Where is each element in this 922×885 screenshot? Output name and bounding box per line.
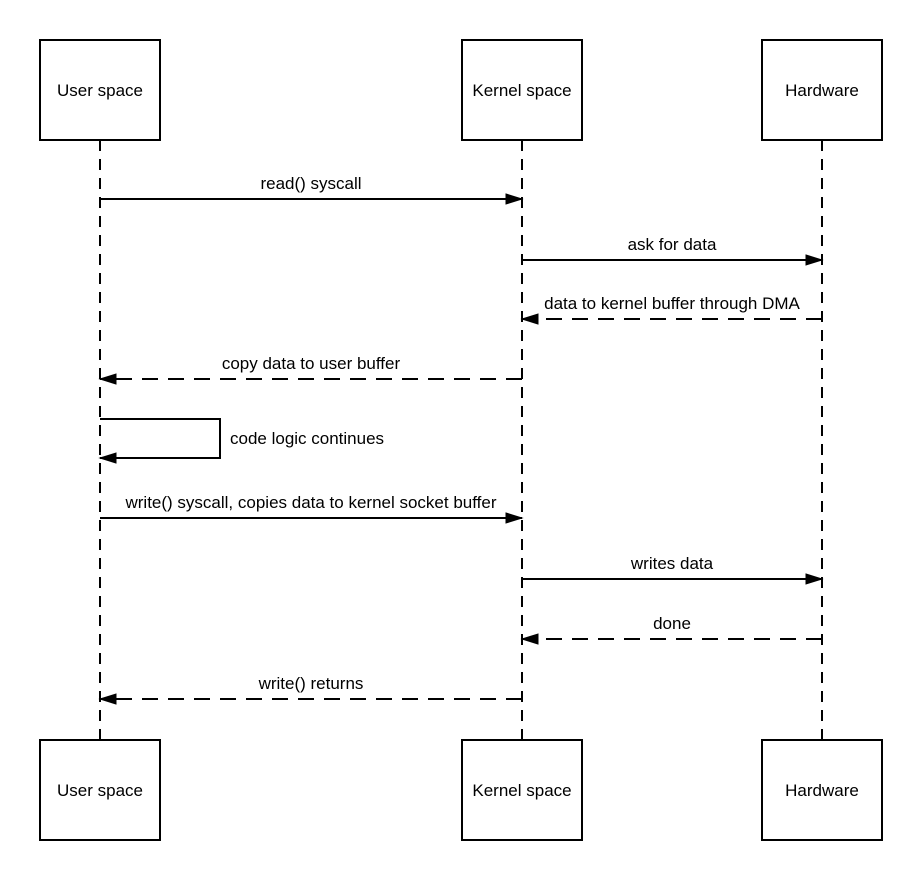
actor-box-kernel-space-bottom bbox=[461, 739, 583, 841]
actor-box-kernel-space-top bbox=[461, 39, 583, 141]
actor-label-hardware-top: Hardware bbox=[785, 81, 859, 100]
actor-label-kernel-space-top: Kernel space bbox=[472, 81, 571, 100]
message-label-copy-to-user-buffer: copy data to user buffer bbox=[222, 354, 401, 373]
actor-label-user-space-top: User space bbox=[57, 81, 143, 100]
message-label-code-logic-continues: code logic continues bbox=[230, 429, 384, 448]
actor-label-user-space-bottom: User space bbox=[57, 781, 143, 800]
message-label-writes-data: writes data bbox=[630, 554, 714, 573]
message-label-done: done bbox=[653, 614, 691, 633]
actor-label-hardware-bottom: Hardware bbox=[785, 781, 859, 800]
actor-box-user-space-top bbox=[39, 39, 161, 141]
message-label-ask-for-data: ask for data bbox=[628, 235, 717, 254]
message-label-dma-to-kernel-buffer: data to kernel buffer through DMA bbox=[544, 294, 800, 313]
message-label-write-syscall: write() syscall, copies data to kernel s… bbox=[124, 493, 496, 512]
actor-label-kernel-space-bottom: Kernel space bbox=[472, 781, 571, 800]
message-label-write-returns: write() returns bbox=[258, 674, 364, 693]
message-label-read-syscall: read() syscall bbox=[260, 174, 361, 193]
actor-box-hardware-top bbox=[761, 39, 883, 141]
message-arrow-code-logic-continues bbox=[98, 418, 221, 464]
actor-box-hardware-bottom bbox=[761, 739, 883, 841]
actor-box-user-space-bottom bbox=[39, 739, 161, 841]
